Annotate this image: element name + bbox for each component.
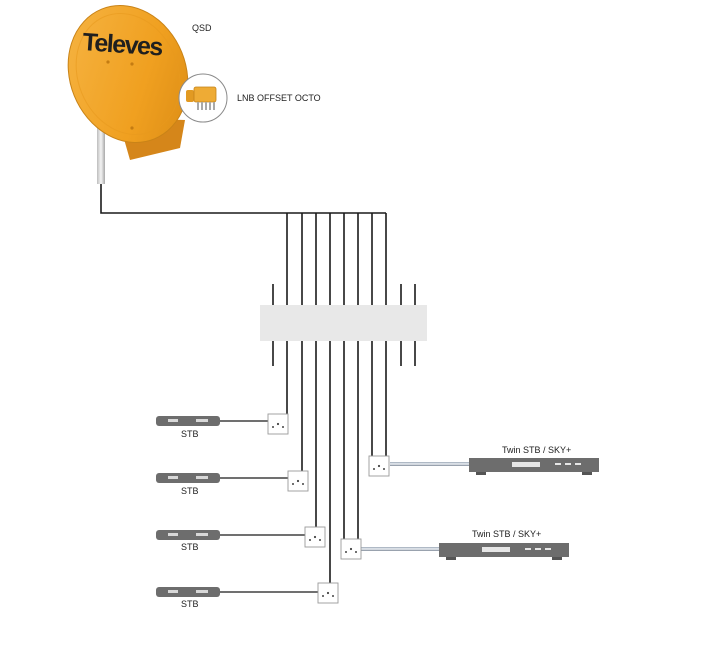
stb-receiver: STB — [156, 473, 220, 496]
twin-stb-label: Twin STB / SKY+ — [502, 445, 571, 455]
stb-label: STB — [181, 486, 199, 496]
wall-socket-icon — [368, 455, 390, 477]
lnb-label: LNB OFFSET OCTO — [237, 93, 321, 103]
wall-socket-icon — [267, 413, 289, 435]
wall-socket-twin — [340, 538, 362, 560]
multiswitch — [260, 284, 427, 366]
multiswitch-icon — [260, 305, 427, 341]
twin-stb-label: Twin STB / SKY+ — [472, 529, 541, 539]
wall-socket — [317, 582, 339, 604]
stb-cables — [220, 420, 328, 593]
wall-socket-twin — [368, 455, 390, 477]
stb-receiver: STB — [156, 530, 220, 552]
stb-label: STB — [181, 599, 199, 609]
stb-icon — [156, 473, 220, 483]
wall-socket-icon — [340, 538, 362, 560]
stb-icon — [156, 587, 220, 597]
wall-socket — [304, 526, 326, 548]
stb-label: STB — [181, 542, 199, 552]
wall-socket — [287, 470, 309, 492]
stb-icon — [156, 530, 220, 540]
wall-socket-icon — [304, 526, 326, 548]
wall-socket — [267, 413, 289, 435]
twin-stb-icon — [469, 458, 599, 475]
stb-icon — [156, 416, 220, 426]
wall-socket-icon — [317, 582, 339, 604]
lnb-to-multiswitch-cables — [100, 184, 387, 305]
dish-brand: Televes — [82, 28, 164, 62]
twin-stb-receiver: Twin STB / SKY+ — [469, 445, 599, 475]
multiswitch-stubs-top — [272, 284, 416, 305]
satellite-dish: Televes QSD — [67, 5, 212, 184]
lnb-icon — [186, 86, 217, 110]
mast — [97, 118, 105, 184]
wall-socket-icon — [287, 470, 309, 492]
dish-reflector — [67, 5, 189, 143]
twin-stb-icon — [439, 543, 569, 560]
multiswitch-stubs-bottom — [272, 340, 416, 366]
dish-model-label: QSD — [192, 23, 212, 33]
stb-receiver: STB — [156, 416, 220, 439]
multiswitch-to-socket-cables — [286, 341, 387, 583]
lnb: LNB OFFSET OCTO — [178, 73, 321, 123]
stb-label: STB — [181, 429, 199, 439]
twin-stb-receiver: Twin STB / SKY+ — [439, 529, 569, 560]
twin-coax-cables — [360, 462, 469, 551]
stb-receiver: STB — [156, 587, 220, 609]
